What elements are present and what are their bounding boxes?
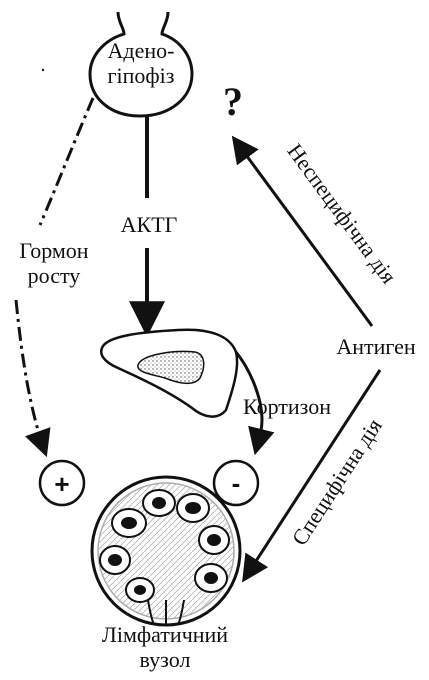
nonspecific-action-arrow: Неспецифічна дія: [235, 139, 402, 326]
stimulation-plus-node: +: [40, 461, 84, 505]
adenohypophysis-label-line2: гіпофіз: [108, 63, 175, 88]
growth-hormone-label-line2: росту: [28, 263, 81, 288]
actg-label: АКТГ: [121, 212, 178, 237]
minus-sign: -: [232, 468, 241, 498]
actg-arrow: АКТГ: [121, 117, 178, 330]
cortisone-label: Кортизон: [243, 394, 331, 419]
lymph-node-label-line2: вузол: [140, 647, 191, 672]
lymph-node-label-line1: Лімфатичний: [102, 622, 228, 647]
growth-hormone-label-line1: Гормон: [19, 238, 88, 263]
plus-sign: +: [54, 469, 69, 499]
adenohypophysis-label-line1: Адено-: [108, 38, 175, 63]
adenohypophysis-node: Адено- гіпофіз: [90, 12, 192, 116]
cortisone-arrow: Кортизон: [236, 352, 331, 450]
nonspecific-action-label: Неспецифічна дія: [282, 139, 401, 288]
antigen-label: Антиген: [336, 334, 416, 359]
adrenal-gland-node: [101, 330, 237, 417]
question-mark: ?: [223, 79, 243, 124]
growth-hormone-arrow: Гормон росту: [16, 98, 93, 452]
lymph-node-illustration: Лімфатичний вузол: [92, 477, 240, 672]
stray-dot: [42, 69, 44, 71]
inhibition-minus-node: -: [214, 461, 258, 505]
